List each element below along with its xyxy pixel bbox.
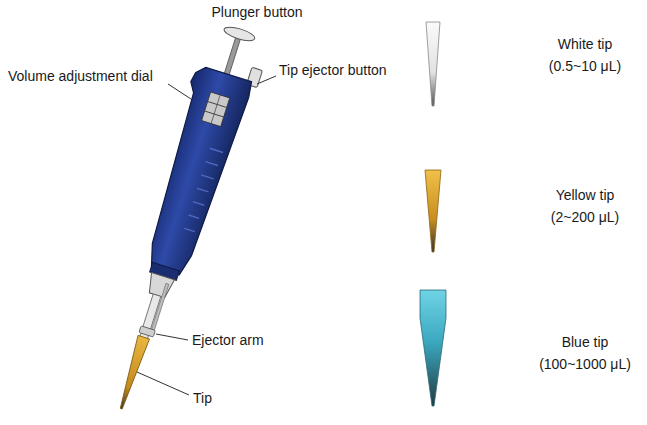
pipette-body	[134, 64, 253, 279]
leader-lines	[137, 76, 276, 395]
part-label: Tip ejector button	[279, 62, 387, 79]
volume-window	[202, 92, 230, 127]
ejector-arm	[150, 283, 168, 333]
plunger-stem	[223, 33, 242, 78]
part-label: (0.5~10 μL)	[549, 58, 621, 75]
part-label: (100~1000 μL)	[539, 356, 631, 373]
grip-ribs	[184, 148, 223, 232]
blue-tip	[420, 290, 446, 406]
part-label: Blue tip	[562, 334, 609, 351]
yellow-tip	[425, 170, 441, 252]
white-tip	[426, 22, 440, 106]
part-label: Yellow tip	[556, 187, 615, 204]
plunger-button	[223, 24, 257, 43]
part-label: Tip	[193, 390, 212, 407]
part-label: Ejector arm	[192, 332, 264, 349]
yellow-tip-on-pipette	[115, 335, 149, 410]
part-label: Volume adjustment dial	[8, 68, 153, 85]
part-label: Plunger button	[211, 4, 302, 21]
part-label: White tip	[558, 36, 612, 53]
part-label: (2~200 μL)	[551, 209, 619, 226]
lower-collar	[146, 273, 175, 299]
